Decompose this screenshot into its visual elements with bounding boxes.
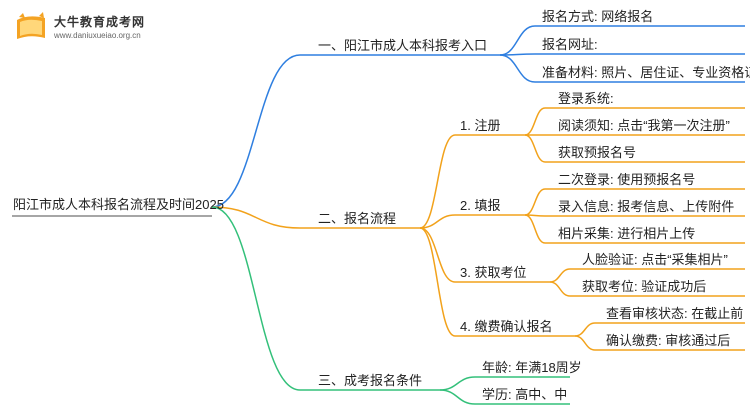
branch-entry: 一、阳江市成人本科报考入口 [318, 38, 488, 53]
step-pay: 4. 缴费确认报名 [460, 319, 553, 334]
entry-url: 报名网址: [542, 37, 598, 52]
connector-9 [211, 206, 301, 229]
connector-7 [499, 54, 536, 83]
fill-info: 录入信息: 报考信息、上传附件 [558, 199, 735, 214]
root-node: 阳江市成人本科报名流程及时间2025 [13, 197, 224, 212]
connector-11 [419, 134, 456, 229]
connector-21 [524, 188, 546, 216]
condition-age: 年龄: 年满18周岁 [482, 360, 582, 375]
connector-37 [574, 335, 596, 351]
connector-27 [419, 227, 456, 283]
branch-conditions: 三、成考报名条件 [318, 373, 423, 388]
pay-status: 查看审核状态: 在截止前 [606, 306, 744, 321]
step-fill: 2. 填报 [460, 198, 501, 213]
connector-31 [549, 281, 571, 297]
connector-39 [211, 206, 301, 391]
step-register: 1. 注册 [460, 118, 501, 133]
fill-relogin: 二次登录: 使用预报名号 [558, 172, 696, 187]
connector-33 [419, 227, 456, 337]
connector-13 [524, 107, 546, 136]
seat-get: 获取考位: 验证成功后 [582, 279, 707, 294]
pay-confirm: 确认缴费: 审核通过后 [606, 333, 731, 348]
condition-education: 学历: 高中、中 [482, 387, 568, 402]
register-login: 登录系统: [558, 91, 614, 106]
connector-17 [524, 134, 546, 163]
step-seat: 3. 获取考位 [460, 265, 527, 280]
logo-title: 大牛教育成考网 [54, 15, 146, 29]
connector-29 [549, 268, 571, 283]
logo: 大牛教育成考网 www.daniuxueiao.org.cn [14, 10, 164, 44]
branch-process: 二、报名流程 [318, 211, 397, 226]
logo-url: www.daniuxueiao.org.cn [54, 31, 141, 40]
logo-book-icon [17, 12, 45, 39]
entry-method: 报名方式: 网络报名 [542, 9, 654, 24]
connector-1 [211, 54, 301, 208]
entry-materials: 准备材料: 照片、居住证、专业资格证 [542, 65, 750, 80]
connector-43 [439, 389, 476, 405]
connector-25 [524, 214, 546, 244]
connector-41 [439, 376, 476, 391]
connector-35 [574, 322, 596, 337]
register-prenumber: 获取预报名号 [558, 145, 637, 160]
seat-face: 人脸验证: 点击“采集相片” [582, 252, 728, 267]
connector-19 [419, 214, 456, 229]
connector-3 [499, 25, 536, 56]
register-notice: 阅读须知: 点击“我第一次注册” [558, 118, 730, 133]
fill-photo: 相片采集: 进行相片上传 [558, 226, 696, 241]
